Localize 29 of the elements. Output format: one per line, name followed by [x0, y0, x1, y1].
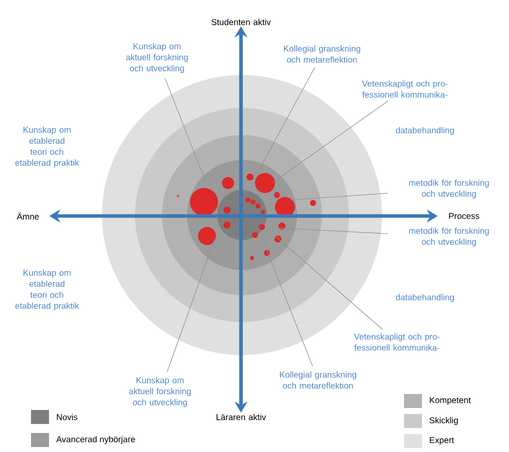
legend-label: Skicklig: [430, 417, 458, 425]
leader-line: [164, 78, 206, 180]
topic-label: Kunskap om etablerad teori och etablerad praktik: [15, 270, 80, 310]
axis-label: Studenten aktiv: [212, 18, 271, 26]
legend-label: Novis: [56, 414, 78, 420]
leader-line: [258, 67, 316, 172]
topic-label: metodik för forskning och utveckling: [409, 180, 489, 198]
legend-label: Avancerad nybörjare: [56, 436, 135, 444]
legend-label: Kompetent: [430, 397, 471, 405]
topic-label: metodik för forskning och utveckling: [409, 228, 489, 246]
leader-line: [290, 192, 388, 200]
topic-label: Kunskap om aktuell forskning och utveckling: [129, 377, 191, 407]
leader-line: [166, 238, 216, 372]
topic-label: Kollegial granskning och metareflektion: [284, 45, 360, 63]
axis-label: Process: [449, 213, 480, 219]
topic-label: Vetenskapligt och pro- fessionell kommunika-: [354, 333, 440, 351]
leader-line: [274, 236, 383, 330]
axis-label: Läraren aktiv: [216, 414, 266, 420]
topic-label: databehandling: [396, 294, 454, 302]
topic-label: Kunskap om aktuell forskning och utveckling: [126, 43, 188, 73]
topic-label: Kunskap om etablerad teori och etablerad praktik: [15, 126, 80, 168]
axis-label: Ämne: [16, 212, 39, 220]
leader-line: [272, 100, 388, 184]
topic-label: Kollegial granskning och metareflektion: [280, 371, 356, 389]
topic-label: databehandling: [396, 127, 454, 135]
leader-line: [262, 238, 313, 367]
leader-line: [280, 228, 388, 234]
legend-label: Expert: [430, 437, 454, 445]
topic-label: Vetenskapligt och pro- fessionell kommunika-: [362, 80, 448, 98]
